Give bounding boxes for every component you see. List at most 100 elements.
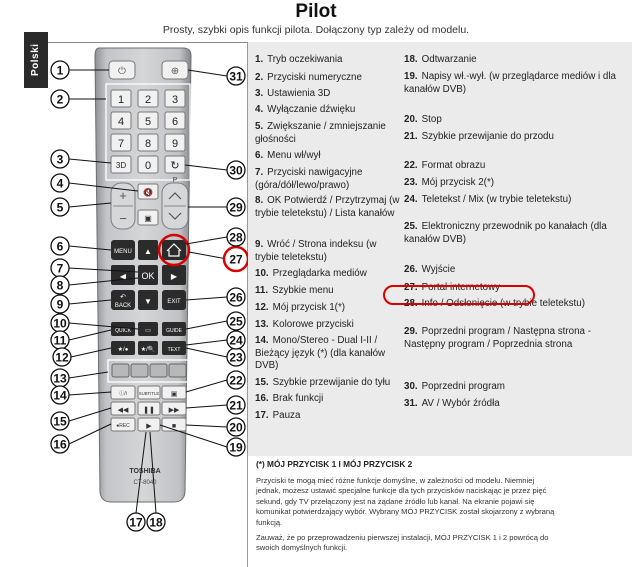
arrow-down-icon: ▼ [144,297,152,306]
source-button[interactable]: ⊕ [161,60,189,80]
legend-item-text: Mono/Stereo - Dual I-II / Bieżący język … [255,335,386,372]
number-key-6[interactable]: 6 [164,111,186,130]
callout-line [159,424,228,448]
guide-button[interactable]: GUIDE [162,322,186,336]
callout-number: 23 [229,350,243,364]
media-browser-button[interactable]: ▣ [137,209,159,226]
play-button[interactable]: ▶ [137,417,161,432]
blue-key[interactable] [168,363,187,378]
internet-portal-button[interactable] [162,240,186,260]
legend-item-text: Poprzedni program [421,381,505,392]
callout-number: 7 [57,261,64,275]
callout-number: 27 [229,252,243,266]
fast-forward-button[interactable]: ▶▶ [161,401,187,416]
callout-number: 22 [229,373,243,387]
legend-item-21: 21.Szybkie przewijanie do przodu [404,131,616,144]
picture-format-button[interactable]: ▣ [161,385,187,400]
legend-item-number: 1. [255,54,264,65]
volume-rocker[interactable]: +− [110,182,136,230]
stop-icon: ■ [172,423,176,430]
pause-button[interactable]: ❚❚ [137,401,161,416]
number-key-7[interactable]: 7 [110,133,132,152]
callout-number: 18 [149,515,163,529]
back-button[interactable]: BACK↶ [111,290,135,310]
callout-line [68,245,112,251]
legend-item-number: 9. [255,239,264,250]
yellow-key[interactable] [149,363,168,378]
chevron-up-icon [168,192,182,200]
chevron-down-icon [168,212,182,220]
power-icon: ⏻ [118,66,126,77]
legend-item-text: Poprzedni program / Następna strona - Na… [404,326,591,350]
legend-item-text: Przeglądarka mediów [272,268,367,279]
source-icon: ⊕ [171,66,179,77]
number-key-3[interactable]: 3 [164,89,186,108]
menu-button[interactable]: MENU [111,240,135,260]
callout-line [188,251,228,260]
callout-circle [50,275,70,295]
number-key-8[interactable]: 8 [137,133,159,152]
legend-item-number: 3. [255,88,264,99]
legend-item-number: 24. [404,194,418,205]
stop-button[interactable]: ■ [161,417,187,432]
callout-line [68,267,139,273]
callout-8: 8 [50,275,139,295]
legend-item-9: 9.Wróć / Strona indeksu (w trybie telete… [255,239,401,264]
number-key-2[interactable]: 2 [137,89,159,108]
legend-item-number: 27. [404,282,418,293]
number-key-4-label: 4 [118,116,124,128]
rewind-button[interactable]: ◀◀ [110,401,136,416]
legend-item-text: Stop [421,114,442,125]
previous-program-button[interactable]: ↻ [164,155,186,174]
nav-down-button[interactable]: ▼ [138,290,158,310]
number-key-9-label: 9 [172,138,178,150]
callout-line [68,322,139,330]
standby-button[interactable]: ⏻ [108,60,136,80]
channel-rocker[interactable]: P [161,177,189,230]
ok-button[interactable]: OK [138,265,158,285]
number-key-0[interactable]: 0 [137,155,159,174]
number-key-4[interactable]: 4 [110,111,132,130]
nav-right-button[interactable]: ▶ [162,265,186,285]
legend-item-number: 14. [255,335,269,346]
legend-item-text: Wyłączanie dźwięku [267,104,356,115]
3d-button[interactable]: 3D [110,155,132,174]
language-button[interactable]: ⓘ/i [110,385,136,400]
my-button-1[interactable]: ★/● [111,341,135,355]
program-label: P [173,177,178,184]
callout-circle [50,89,70,109]
subtitle-button[interactable]: SUBTITLE [137,385,161,400]
legend-item-text: Szybkie przewijanie do tyłu [272,377,391,388]
number-key-1[interactable]: 1 [110,89,132,108]
number-key-9[interactable]: 9 [164,133,186,152]
legend-item-27: 27.Portal internetowy [404,282,616,295]
callout-number: 25 [229,314,243,328]
info-media-button[interactable]: ▭ [138,322,158,336]
green-key[interactable] [130,363,149,378]
screen-icon: ▭ [145,328,151,334]
quick-button[interactable]: QUICK [111,322,135,336]
legend-item-29: 29.Poprzedni program / Następna strona -… [404,326,616,351]
legend-item-number: 20. [404,114,418,125]
model-label: CT-8040 [133,480,157,486]
red-key[interactable] [111,363,130,378]
nav-up-button[interactable]: ▲ [138,240,158,260]
callout-circle [226,370,246,390]
media-icon: ▣ [144,214,152,223]
callout-circle [226,227,246,247]
number-key-5[interactable]: 5 [137,111,159,130]
text-button[interactable]: TEXT [162,341,186,355]
callout-number: 30 [229,163,243,177]
callout-line [68,202,112,208]
exit-button[interactable]: EXIT [162,290,186,310]
legend-item-text: Ustawienia 3D [267,88,331,99]
callout-17: 17 [126,431,147,532]
callout-circle [50,411,70,431]
nav-left-button[interactable]: ◀ [111,265,135,285]
my-button-2[interactable]: ★/🔍 [138,341,158,355]
legend-item-26: 26.Wyjście [404,264,616,277]
mute-button[interactable]: 🔇 [137,183,159,200]
callout-1: 1 [50,60,109,80]
legend-item-number: 10. [255,268,269,279]
rec-button[interactable]: ●REC [110,417,136,432]
